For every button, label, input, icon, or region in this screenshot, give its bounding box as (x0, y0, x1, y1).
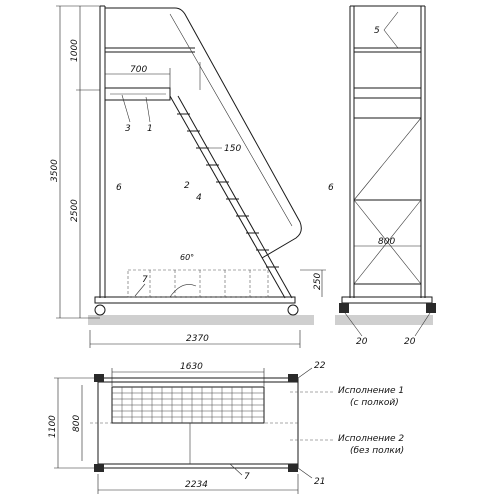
plan-wheel-tr (288, 374, 298, 382)
callout-2: 2 (184, 181, 190, 191)
base-frame (94, 296, 296, 304)
callout-7-side: 7 (142, 275, 148, 285)
plan-wheel-tl (94, 374, 104, 382)
dim-plan-length: 2234 (185, 480, 208, 490)
basket-outline (127, 269, 269, 298)
wheel-front (287, 304, 299, 316)
cross-brace (353, 117, 422, 201)
shelf-grid (112, 387, 264, 423)
foot-right (426, 303, 436, 313)
side-view: 60° 3500 1000 2500 700 150 250 2370 3 1 … (50, 5, 326, 348)
dim-plan-inner: 800 (72, 415, 82, 432)
foot-left (339, 303, 349, 313)
callout-3: 3 (125, 124, 131, 134)
callout-7-plan: 7 (244, 472, 250, 482)
callout-22: 22 (314, 361, 326, 371)
variant-1-note: (с полкой) (350, 398, 399, 408)
dim-step-pitch: 150 (224, 144, 241, 154)
dim-height-total: 3500 (50, 159, 60, 182)
callout-6-side: 6 (116, 183, 122, 193)
platform (104, 87, 171, 101)
dim-plan-width: 1100 (48, 415, 58, 438)
callout-6-front: 6 (328, 183, 334, 193)
variant-2-note: (без полки) (350, 446, 404, 456)
wheel-rear (94, 304, 106, 316)
dim-shelf-length: 1630 (180, 362, 203, 372)
callout-20-left: 20 (356, 337, 368, 347)
front-view-ground (335, 315, 433, 325)
callout-4: 4 (196, 193, 202, 203)
stair-stringer (169, 95, 286, 299)
handrail (174, 7, 302, 259)
dim-bottom-height: 250 (313, 273, 323, 290)
dim-width-side: 800 (378, 237, 395, 247)
callout-20-right: 20 (404, 337, 416, 347)
plan-wheel-bl (94, 464, 104, 472)
plan-view: 1630 1100 800 2234 7 22 21 Исполнение 1 … (48, 361, 404, 494)
callout-21: 21 (314, 477, 325, 487)
callout-1: 1 (147, 124, 153, 134)
dim-platform-length: 700 (130, 65, 147, 75)
dim-total-length: 2370 (186, 334, 209, 344)
dim-height-lower: 2500 (70, 199, 80, 222)
variant-1-title: Исполнение 1 (338, 386, 404, 396)
dim-angle: 60° (180, 253, 194, 262)
front-view: 800 5 6 20 20 (328, 5, 436, 347)
variant-2-title: Исполнение 2 (338, 434, 404, 444)
dim-height-top: 1000 (70, 39, 80, 62)
plan-wheel-br (288, 464, 298, 472)
side-view-ground (88, 315, 314, 325)
callout-5: 5 (374, 26, 380, 36)
